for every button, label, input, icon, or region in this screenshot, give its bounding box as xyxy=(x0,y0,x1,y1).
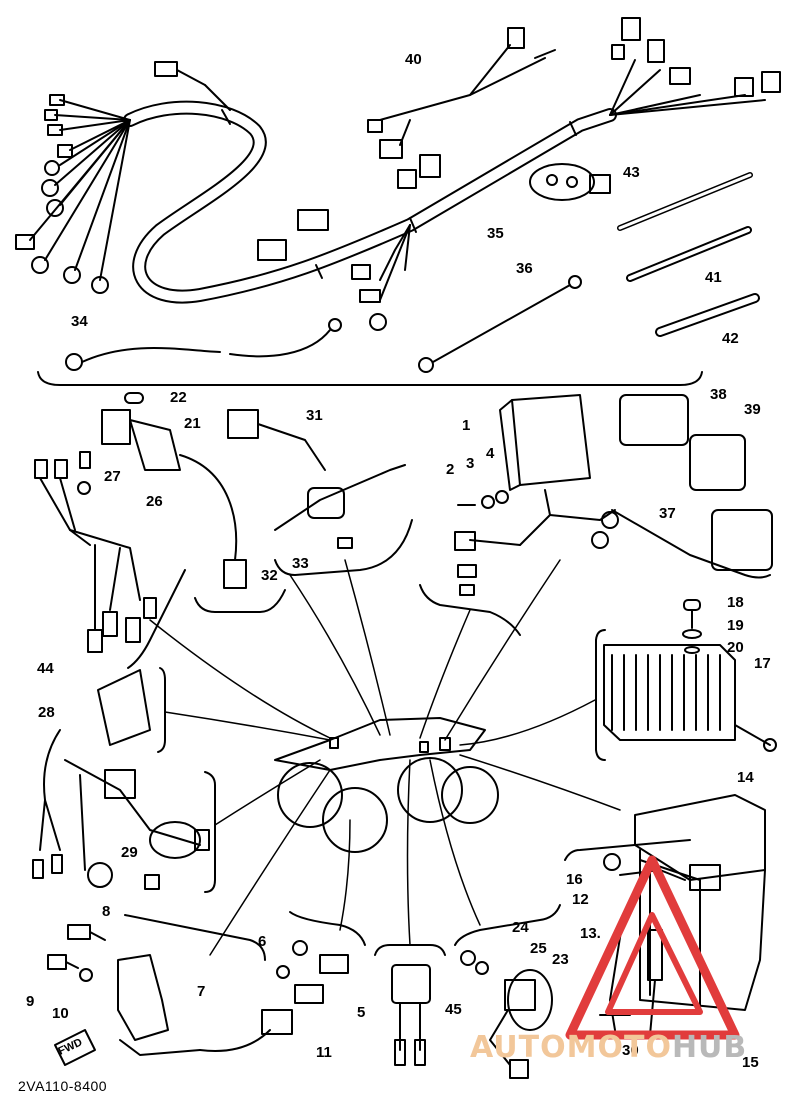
part-44-cover xyxy=(97,667,166,753)
part-5-6 xyxy=(276,911,366,1004)
label-part-24: 24 xyxy=(512,919,529,936)
label-part-4: 4 xyxy=(486,445,495,462)
watermark-part-a: AUTOMOTO xyxy=(470,1030,672,1065)
part-23-horn xyxy=(454,904,561,1079)
label-part-44: 44 xyxy=(37,660,54,677)
label-part-22: 22 xyxy=(170,389,187,406)
diagram-code: 2VA110-8400 xyxy=(18,1078,108,1094)
label-part-31: 31 xyxy=(306,407,323,424)
label-part-45: 45 xyxy=(445,1001,462,1018)
label-part-15: 15 xyxy=(742,1054,759,1071)
leader-lines xyxy=(149,559,621,956)
label-part-2: 2 xyxy=(446,461,455,478)
label-part-27: 27 xyxy=(104,468,121,485)
label-part-18: 18 xyxy=(727,594,744,611)
watermark-triangle xyxy=(565,855,740,1040)
label-part-21: 21 xyxy=(184,415,201,432)
label-part-11: 11 xyxy=(316,1044,332,1061)
label-part-28: 28 xyxy=(38,704,55,721)
label-part-8: 8 xyxy=(102,903,111,920)
label-part-37: 37 xyxy=(659,505,676,522)
label-part-12: 12 xyxy=(572,891,589,908)
label-part-30: 30 xyxy=(622,1042,639,1059)
covers-37-38-39 xyxy=(611,394,773,579)
part-7-coil xyxy=(47,914,293,1066)
label-part-35: 35 xyxy=(487,225,504,242)
label-part-41: 41 xyxy=(705,269,722,286)
part-26-27 xyxy=(34,451,186,669)
label-part-25: 25 xyxy=(530,940,547,957)
label-part-32: 32 xyxy=(261,567,278,584)
label-part-38: 38 xyxy=(710,386,727,403)
watermark-part-b: HUB xyxy=(671,1030,748,1065)
label-part-26: 26 xyxy=(146,493,163,510)
label-part-16: 16 xyxy=(566,871,583,888)
frame-outline xyxy=(274,717,499,853)
label-part-19: 19 xyxy=(727,617,744,634)
part-1-cdi xyxy=(419,394,619,636)
part-28-29 xyxy=(32,729,216,893)
top-bracket xyxy=(37,371,703,386)
label-part-9: 9 xyxy=(26,993,35,1010)
label-part-6: 6 xyxy=(258,933,267,950)
bands-41-42-43 xyxy=(617,172,760,337)
label-part-33: 33 xyxy=(292,555,309,572)
sub-harness-40 xyxy=(367,27,556,159)
label-part-40: 40 xyxy=(405,51,422,68)
part-31-33 xyxy=(227,409,413,576)
label-part-34: 34 xyxy=(71,313,88,330)
watermark: AUTOMOTOHUB xyxy=(470,1030,747,1065)
part-21-22-32 xyxy=(101,392,286,613)
label-part-20: 20 xyxy=(727,639,744,656)
part-17-rectifier xyxy=(595,599,777,761)
part-14-battery xyxy=(564,794,766,1036)
label-part-17: 17 xyxy=(754,655,771,672)
label-part-7: 7 xyxy=(197,983,206,1000)
cables-34-36 xyxy=(65,275,582,373)
label-part-1: 1 xyxy=(462,417,471,434)
part-45-relay xyxy=(374,944,446,1066)
label-part-29: 29 xyxy=(121,844,138,861)
label-part-14: 14 xyxy=(737,769,754,786)
label-part-42: 42 xyxy=(722,330,739,347)
label-part-10: 10 xyxy=(52,1005,69,1022)
label-part-36: 36 xyxy=(516,260,533,277)
main-harness-35 xyxy=(15,17,781,331)
label-part-3: 3 xyxy=(466,455,475,472)
label-part-13: 13. xyxy=(580,925,601,942)
label-part-43: 43 xyxy=(623,164,640,181)
label-part-39: 39 xyxy=(744,401,761,418)
label-part-23: 23 xyxy=(552,951,569,968)
label-part-5: 5 xyxy=(357,1004,366,1021)
